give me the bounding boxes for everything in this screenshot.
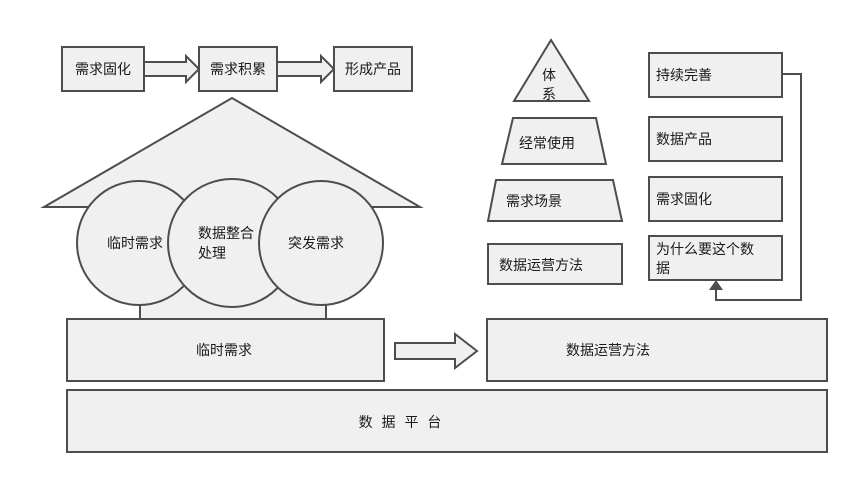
bottom-transition-arrow	[394, 331, 479, 371]
right-box-4	[648, 235, 783, 281]
circle-left-label: 临时需求	[107, 236, 163, 252]
data-platform-bar	[66, 389, 828, 453]
pyramid-base	[487, 243, 623, 285]
circle-right-label: 突发需求	[288, 236, 344, 252]
circle-middle-label-line1: 数据整合	[198, 226, 254, 242]
flow-box-3	[333, 46, 413, 92]
feedback-arrowhead	[709, 280, 723, 290]
house: 临时需求 数据整合 处理 突发需求	[40, 96, 424, 320]
right-bar	[486, 318, 828, 382]
left-bar-label: 临时需求	[196, 343, 252, 359]
pyramid-base-label: 数据运营方法	[499, 258, 583, 274]
right-box-3	[648, 176, 783, 222]
flow-box-3-label: 形成产品	[345, 62, 401, 78]
pyramid: 体 系 经常使用 需求场景 数据运营方法	[486, 38, 624, 285]
bottom-section: 临时需求 数据运营方法 数 据 平 台	[66, 318, 828, 453]
right-box-1	[648, 52, 783, 98]
pyramid-level-2-label: 经常使用	[519, 135, 575, 152]
right-box-3-label: 需求固化	[656, 192, 712, 208]
right-box-4-label-line2: 据	[656, 261, 670, 277]
right-box-1-label: 持续完善	[656, 67, 712, 84]
right-column: 持续完善 数据产品 需求固化 为什么要这个数 据	[648, 52, 802, 301]
flow-box-1-label: 需求固化	[75, 62, 131, 78]
flow-box-1	[61, 46, 145, 92]
top-flow: 需求固化 需求积累 形成产品	[61, 46, 413, 92]
pyramid-top	[512, 38, 591, 102]
flow-arrow-1	[143, 53, 201, 85]
data-platform-label: 数 据 平 台	[359, 415, 442, 431]
pyramid-level-3	[486, 179, 624, 222]
right-bar-label: 数据运营方法	[566, 343, 650, 359]
feedback-connector	[715, 73, 802, 301]
right-box-2	[648, 116, 783, 162]
pyramid-top-label-line1: 体	[542, 68, 556, 84]
pyramid-top-label-line2: 系	[542, 87, 556, 103]
flow-box-2	[198, 46, 278, 92]
flow-arrow-2	[276, 53, 336, 85]
pyramid-level-3-label: 需求场景	[506, 194, 562, 210]
right-box-2-label: 数据产品	[656, 132, 712, 148]
pyramid-level-2	[500, 117, 608, 165]
left-bar	[66, 318, 385, 382]
circle-right	[258, 180, 384, 306]
right-box-4-label-line1: 为什么要这个数	[656, 241, 754, 258]
circle-middle-label-line2: 处理	[198, 246, 226, 262]
flow-box-2-label: 需求积累	[210, 62, 266, 78]
